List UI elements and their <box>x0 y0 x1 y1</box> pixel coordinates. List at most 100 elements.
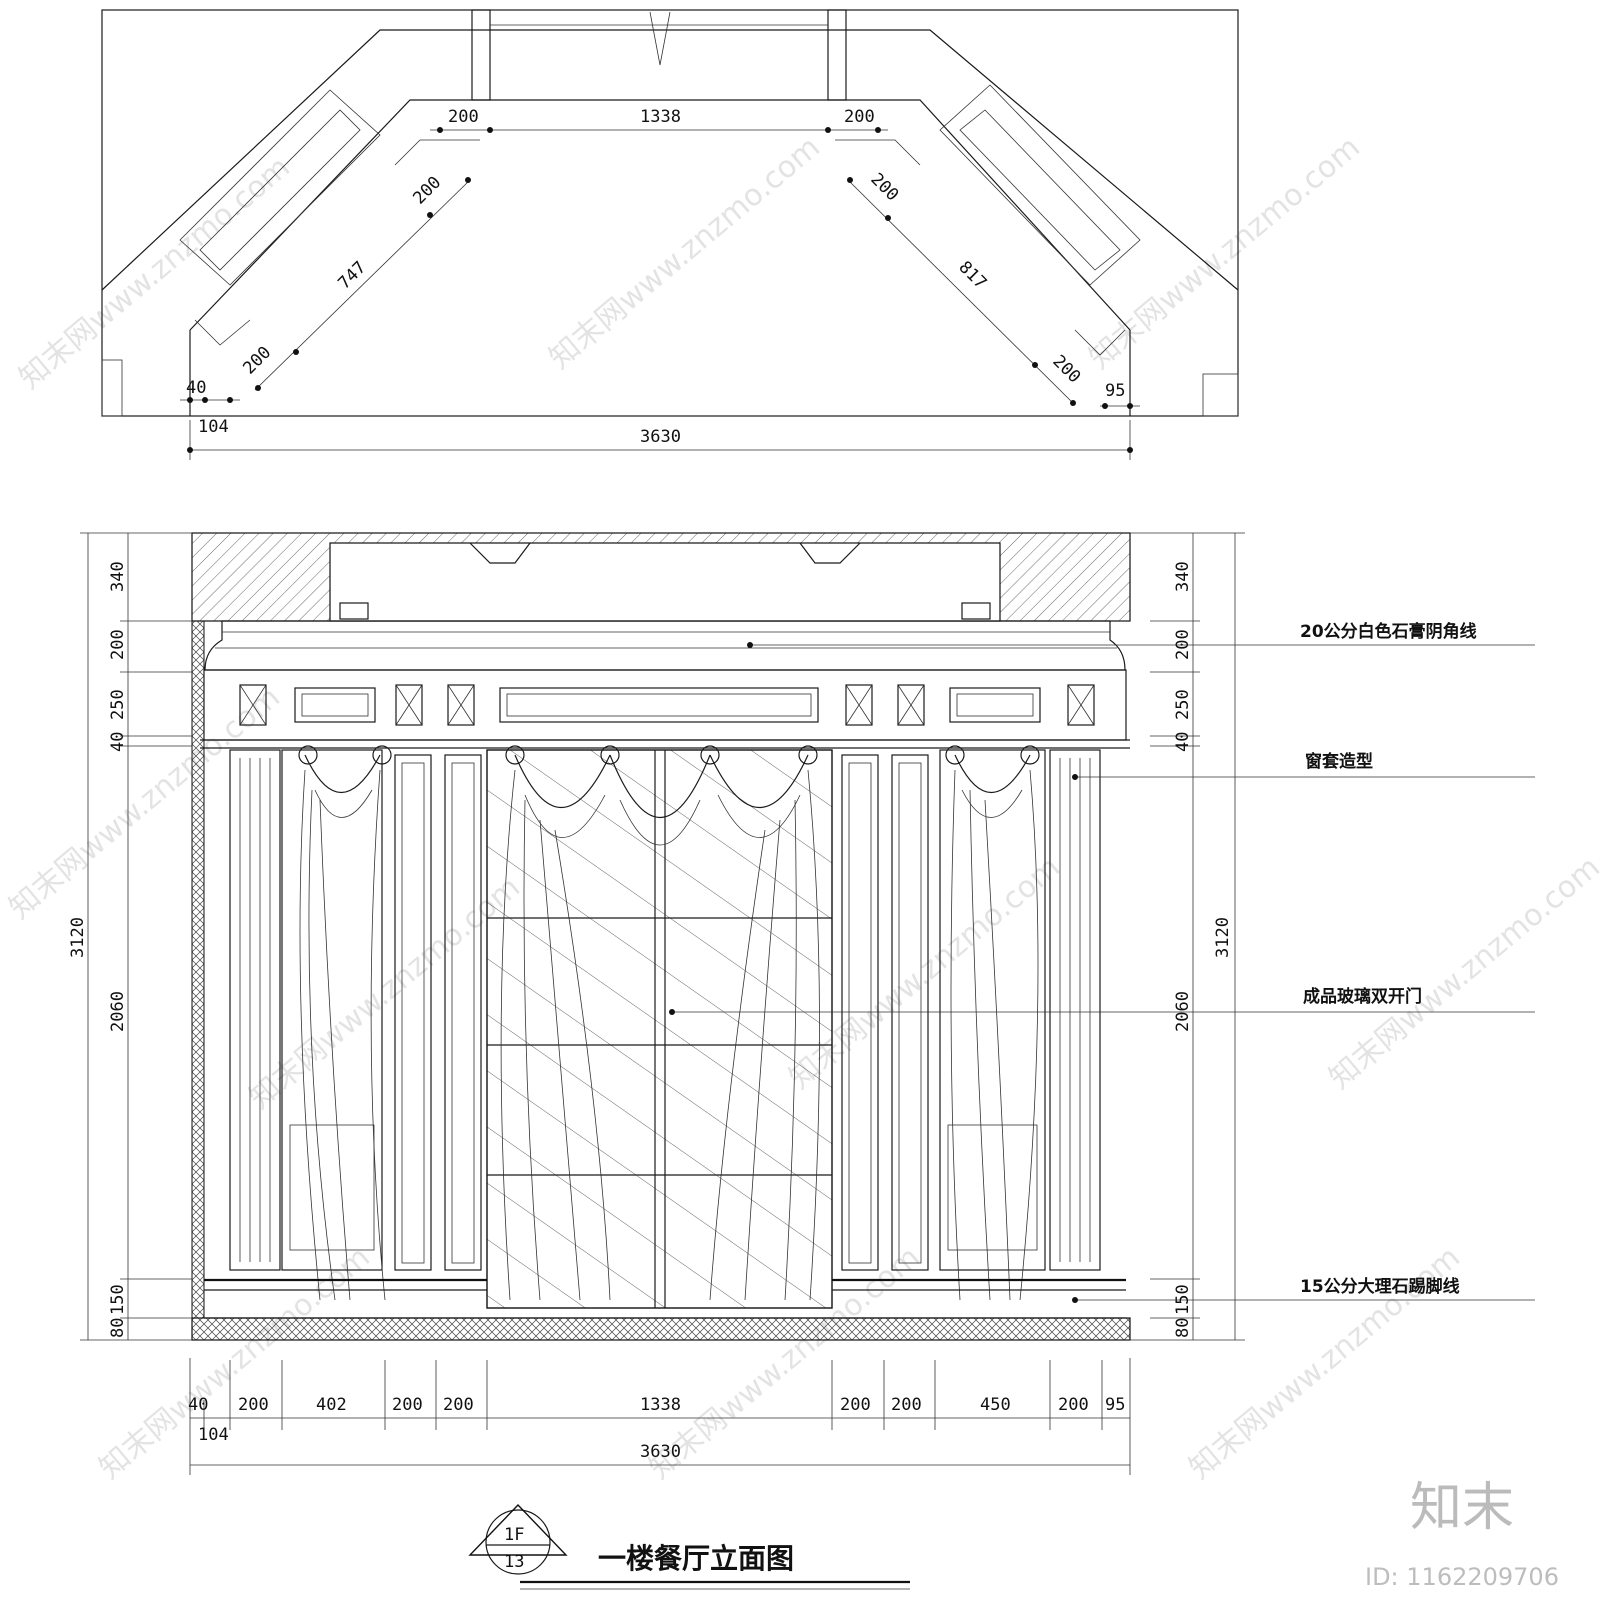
valance-fringe <box>524 794 606 838</box>
plan-corner <box>101 359 123 417</box>
dim-right-40: 40 <box>1173 732 1193 752</box>
curtain-rail-bracket <box>961 602 991 620</box>
plan-dim-diag-right-3: 200 <box>1048 351 1084 387</box>
frieze-rect-panel <box>499 687 819 723</box>
pilaster-frame <box>229 749 281 1271</box>
dim-bottom-200e: 200 <box>891 1395 922 1415</box>
plan-dim-diag-left-1: 200 <box>409 173 445 209</box>
plan-dim-top-left: 200 <box>448 107 479 127</box>
plan-dim-tick <box>465 177 471 183</box>
plan-door-post-left <box>471 9 491 101</box>
curtain-rail-bracket <box>339 602 369 620</box>
dim-right-2060: 2060 <box>1173 991 1193 1032</box>
pilaster-left <box>229 749 281 1271</box>
frieze-rect-inner <box>506 693 812 717</box>
plan-jamb <box>394 139 480 166</box>
valance-swag <box>304 754 381 794</box>
crown-molding <box>204 620 1126 671</box>
plan-window-left <box>179 89 381 286</box>
callout-glass-door: 成品玻璃双开门 <box>1303 986 1422 1007</box>
valance-rosette <box>372 745 392 765</box>
title-triangle <box>468 1503 568 1556</box>
valance-fringe <box>717 794 801 838</box>
dim-bottom-total: 3630 <box>640 1442 681 1462</box>
drape-door-right <box>709 769 820 1301</box>
callout-window-casing: 窗套造型 <box>1305 751 1373 772</box>
callout-dot <box>747 642 753 648</box>
pilaster-frame <box>1049 749 1101 1271</box>
elevation-dims-bottom: 40 200 402 200 200 1338 200 200 450 200 … <box>188 1358 1131 1475</box>
plan-dim-tick <box>885 215 891 221</box>
plan-dim-diag-right-2: 817 <box>954 257 990 293</box>
frieze-x-panel-cross <box>447 684 475 726</box>
brand-watermark: 知末 <box>1410 1478 1514 1538</box>
plan-dim-tick <box>1127 447 1133 453</box>
plan-window-left-glass <box>199 109 361 271</box>
valance-rosette <box>298 745 318 765</box>
frieze-x-panel <box>239 684 267 726</box>
plan-dim-tick <box>293 349 299 355</box>
dim-left-250: 250 <box>108 689 128 720</box>
dim-right-150: 150 <box>1173 1284 1193 1315</box>
plan-window-right <box>939 84 1141 286</box>
plan-outer-wall <box>101 29 1239 291</box>
elevation-view: 20公分白色石膏阴角线 窗套造型 成品玻璃双开门 15公分大理石踢脚线 <box>191 532 1535 1341</box>
dim-left-340: 340 <box>108 561 128 592</box>
title-block: 1F 13 一楼餐厅立面图 <box>468 1503 910 1590</box>
dim-bottom-104: 104 <box>198 1425 229 1445</box>
dim-left-150: 150 <box>108 1284 128 1315</box>
dim-bottom-1338: 1338 <box>640 1395 681 1415</box>
frieze-rect-panel <box>949 687 1041 723</box>
plan-dim-bottom-right: 95 <box>1105 381 1125 401</box>
dim-right-340: 340 <box>1173 561 1193 592</box>
valance-fringe <box>314 789 373 818</box>
wall-section-left <box>191 620 205 1319</box>
door-glass <box>486 749 833 1309</box>
plan-total-width: 3630 <box>640 427 681 447</box>
frieze-x-panel-cross <box>1067 684 1095 726</box>
side-window-right <box>841 749 1046 1271</box>
valance-rosette <box>700 745 720 765</box>
dim-bottom-450: 450 <box>980 1395 1011 1415</box>
watermark-text: 知末网www.znzmo.com <box>243 870 527 1116</box>
valance-rosette <box>945 745 965 765</box>
valance-swag <box>709 754 809 809</box>
plan-dim-tick <box>1102 403 1108 409</box>
image-id-label: ID: 1162209706 <box>1365 1563 1559 1591</box>
callout-dot <box>669 1009 675 1015</box>
frieze-rect-inner <box>301 693 369 717</box>
plan-dim-tick <box>227 397 233 403</box>
side-window-lower-panel <box>289 1124 375 1251</box>
floor-section <box>191 1317 1131 1341</box>
door-jamb-inner <box>898 762 922 1264</box>
curtain-valances <box>298 745 1040 1301</box>
ceiling-detail <box>469 542 531 564</box>
callout-dot <box>1072 1297 1078 1303</box>
door-jamb-panel <box>394 754 432 1271</box>
dim-right-80: 80 <box>1173 1318 1193 1338</box>
plan-jamb <box>835 139 921 166</box>
title-circle <box>485 1509 551 1575</box>
ceiling-detail <box>799 542 861 564</box>
drape-door-left <box>500 769 611 1301</box>
dim-bottom-40: 40 <box>188 1395 208 1415</box>
plan-dim-line <box>254 179 471 391</box>
plan-dim-diag-left-2: 747 <box>334 258 370 294</box>
frieze-x-panel <box>845 684 873 726</box>
side-window-lower-panel <box>947 1124 1038 1251</box>
dim-bottom-200a: 200 <box>238 1395 269 1415</box>
drape-right <box>950 769 1039 1301</box>
plan-window-right-glass <box>959 109 1121 271</box>
frieze-x-panel <box>395 684 423 726</box>
plan-dim-diag-right-1: 200 <box>866 169 902 205</box>
frieze-rect-panel <box>294 687 376 723</box>
watermark-text: 知末网www.znzmo.com <box>3 680 287 926</box>
plan-dim-bottom-left-1: 40 <box>186 378 206 398</box>
watermark-text: 知末网www.znzmo.com <box>543 130 827 376</box>
door-jamb-panel <box>444 754 482 1271</box>
valance-swag <box>609 754 711 818</box>
title-sheet: 13 <box>504 1552 524 1572</box>
side-window-frame <box>281 749 383 1271</box>
plan-dim-tick <box>437 127 443 133</box>
valance-swag <box>954 754 1031 794</box>
